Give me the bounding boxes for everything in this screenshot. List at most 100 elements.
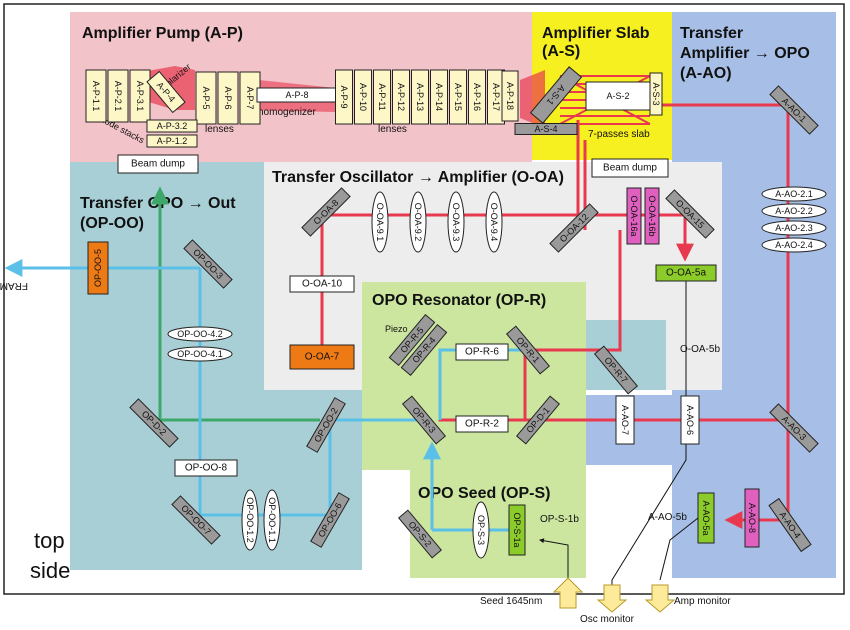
ooa-lens-2: O-OA-9.3 bbox=[447, 191, 465, 253]
ooa-12-shape bbox=[549, 203, 599, 253]
slab-as1-shape bbox=[529, 66, 583, 124]
opoo-5-shape bbox=[87, 241, 109, 295]
aao-6-label: A-AO-6 bbox=[685, 405, 695, 435]
top-label: top bbox=[34, 528, 65, 553]
pump-lens2-2-label: A-P-11 bbox=[377, 83, 387, 110]
aao-lens-3-label: A-AO-2.4 bbox=[775, 240, 813, 250]
pump-lens2-2: A-P-11 bbox=[373, 69, 391, 125]
ooa-16a-shape bbox=[626, 187, 642, 245]
opoo-41-shape bbox=[167, 346, 233, 362]
ooa-16a-label: O-OA-16a bbox=[629, 195, 639, 236]
opoo-8-shape bbox=[174, 459, 238, 477]
aao-lens-1-label: A-AO-2.2 bbox=[775, 206, 813, 216]
opoo-11-shape bbox=[263, 489, 281, 551]
ooa-lens-1-label: O-OA-9.2 bbox=[413, 203, 423, 242]
pump-ap18-shape bbox=[501, 70, 519, 122]
ooa-7: O-OA-7 bbox=[289, 344, 355, 370]
aao-title-2: Amplifier → OPO bbox=[680, 45, 810, 62]
ooa-16b-label: O-OA-16b bbox=[647, 195, 657, 236]
pump-ap18: A-P-18 bbox=[501, 70, 519, 122]
ooa-lens-3-label: O-OA-9.4 bbox=[489, 203, 499, 242]
opoo-8-label: OP-OO-8 bbox=[185, 463, 228, 474]
opoo-42-shape bbox=[167, 326, 233, 342]
opr-2-label: OP-R-2 bbox=[465, 419, 499, 430]
ooa-lens-2-label: O-OA-9.3 bbox=[451, 203, 461, 242]
aao-lens-0-label: A-AO-2.1 bbox=[775, 189, 813, 199]
pump-diode-2: A-P-3.1 bbox=[129, 69, 151, 123]
aao-title-3: (A-AO) bbox=[680, 65, 732, 82]
opr-4-shape bbox=[400, 323, 448, 377]
slab-beam-dump: Beam dump bbox=[591, 158, 669, 178]
pump-lens2-4: A-P-13 bbox=[411, 69, 429, 125]
region-opo-seed bbox=[410, 470, 586, 578]
opoo-12-label: OP-OO-1.2 bbox=[245, 497, 255, 543]
pump-ap32-shape bbox=[146, 119, 198, 133]
slab-as2-label: A-S-2 bbox=[606, 91, 629, 101]
pump-beam-dump-shape bbox=[117, 154, 199, 174]
pump-homogenizer-label: A-P-8 bbox=[285, 90, 308, 100]
opoo-11: OP-OO-1.1 bbox=[263, 489, 281, 551]
pump-lens2-3: A-P-12 bbox=[392, 69, 410, 125]
amp-pump-title: Amplifier Pump (A-P) bbox=[82, 25, 243, 42]
slab-as1: A-S-1 bbox=[529, 66, 583, 124]
ops-3-shape bbox=[472, 501, 490, 559]
ooa-lens-1: O-OA-9.2 bbox=[409, 191, 427, 253]
region-opo-resonator bbox=[362, 282, 586, 470]
aao-5b-label: A-AO-5b bbox=[648, 512, 687, 523]
pump-lens2-0-shape bbox=[335, 69, 353, 125]
pump-ap12-label: A-P-1.2 bbox=[157, 136, 188, 146]
slab-as3-shape bbox=[649, 72, 663, 116]
ooa-lens-0-shape bbox=[371, 191, 389, 253]
opr-title: OPO Resonator (OP-R) bbox=[372, 292, 546, 309]
ooa-title: Transfer Oscillator → Amplifier (O-OA) bbox=[272, 169, 564, 186]
opoo-title-2: (OP-OO) bbox=[80, 215, 144, 232]
ooa-7-label: O-OA-7 bbox=[305, 352, 340, 363]
pump-lens2-3-shape bbox=[392, 69, 410, 125]
aao-lens-2-shape bbox=[761, 220, 827, 236]
green-beam-paths bbox=[151, 186, 320, 422]
ooa-lens-3-shape bbox=[485, 191, 503, 253]
pump-ap12: A-P-1.2 bbox=[146, 134, 198, 148]
ooa-lens-0-label: O-OA-9.1 bbox=[375, 203, 385, 242]
ops-2-shape bbox=[397, 509, 443, 559]
pump-diode-1-label: A-P-2.1 bbox=[113, 81, 123, 112]
pump-lens2-4-label: A-P-13 bbox=[415, 83, 425, 111]
ooa-10: O-OA-10 bbox=[289, 275, 355, 293]
opr-7-shape bbox=[593, 345, 639, 395]
aao-8: A-AO-8 bbox=[744, 488, 760, 548]
ooa-5b-label: O-OA-5b bbox=[680, 344, 720, 355]
seed-label: Seed 1645nm bbox=[480, 596, 542, 607]
opr-2: OP-R-2 bbox=[455, 415, 509, 433]
aao-lens-0-shape bbox=[761, 186, 827, 202]
slab-as4-label: A-S-4 bbox=[534, 124, 557, 134]
pump-diode-0-label: A-P-1.1 bbox=[91, 81, 101, 112]
opr-5-shape bbox=[388, 313, 436, 367]
aao-lens-2-label: A-AO-2.3 bbox=[775, 223, 813, 233]
ops-1b-label: OP-S-1b bbox=[540, 514, 579, 525]
aao-1-shape bbox=[769, 85, 819, 135]
slab-as3: A-S-3 bbox=[649, 72, 663, 116]
opoo-11-label: OP-OO-1.1 bbox=[267, 497, 277, 543]
region-transfer-opo-out bbox=[70, 162, 264, 570]
ooa-7-shape bbox=[289, 344, 355, 370]
aao-lens-0: A-AO-2.1 bbox=[761, 186, 827, 202]
slab-as2: A-S-2 bbox=[585, 81, 651, 111]
opoo-41-label: OP-OO-4.1 bbox=[177, 349, 223, 359]
pump-lens2-8-label: A-P-17 bbox=[491, 83, 501, 111]
slab-as3-label: A-S-3 bbox=[651, 82, 661, 105]
slab-beam-dump-label: Beam dump bbox=[603, 163, 657, 174]
ooa-lens-3: O-OA-9.4 bbox=[485, 191, 503, 253]
amp-monitor-arrow bbox=[644, 584, 676, 613]
aao-lens-3-shape bbox=[761, 237, 827, 253]
osc-monitor-arrow bbox=[596, 584, 628, 613]
ooa-lens-1-shape bbox=[409, 191, 427, 253]
pump-ap32: A-P-3.2 bbox=[146, 119, 198, 133]
pump-lens1-1: A-P-6 bbox=[217, 71, 239, 125]
ooa-lens-0: O-OA-9.1 bbox=[371, 191, 389, 253]
ops-3-label: OP-S-3 bbox=[476, 515, 486, 545]
opr-3-shape bbox=[401, 395, 447, 445]
pump-polarizer: A-P-4 bbox=[146, 70, 186, 114]
pump-lens2-6-label: A-P-15 bbox=[453, 83, 463, 111]
slab-beam-dump-shape bbox=[591, 158, 669, 178]
ooa-lens-2-shape bbox=[447, 191, 465, 253]
